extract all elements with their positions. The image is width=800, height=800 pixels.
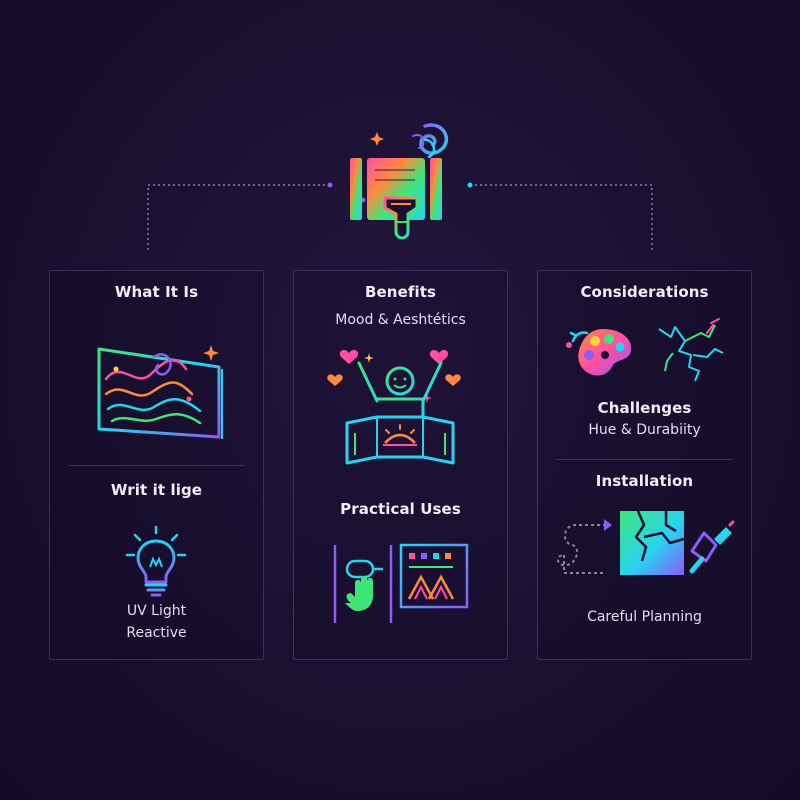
- what-it-is-title: What It Is: [114, 283, 199, 301]
- what-it-is-subheading: Writ it lige: [110, 481, 203, 499]
- happy-person-heart-icon: [327, 341, 473, 479]
- installation-heading: Installation: [595, 472, 694, 490]
- installation-caption: Careful Planning: [587, 609, 702, 625]
- challenges-heading: Challenges: [597, 399, 692, 417]
- crack-icon: [655, 317, 729, 383]
- panel-divider: [68, 465, 245, 466]
- uv-light-caption-line2: Reactive: [126, 625, 187, 641]
- considerations-panel: Considerations: [537, 270, 752, 660]
- glowing-mural-icon: [94, 339, 224, 449]
- what-it-is-panel: What It Is: [49, 270, 264, 660]
- palette-icon: [565, 321, 639, 379]
- uv-light-caption-line1: UV Light: [126, 603, 187, 619]
- paint-brush-roller-icon: [325, 118, 475, 243]
- benefits-subtitle: Mood & Aeshtétics: [335, 312, 466, 328]
- considerations-title: Considerations: [580, 283, 709, 301]
- challenges-caption: Hue & Durabiity: [588, 422, 701, 438]
- door-and-canvas-icon: [331, 543, 471, 625]
- wall-installation-icon: [554, 507, 740, 589]
- panel-divider: [556, 459, 733, 460]
- benefits-title: Benefits: [364, 283, 437, 301]
- light-bulb-icon: [123, 523, 189, 597]
- practical-uses-heading: Practical Uses: [340, 500, 461, 518]
- benefits-panel: Benefits Mood & Aeshtétics: [293, 270, 508, 660]
